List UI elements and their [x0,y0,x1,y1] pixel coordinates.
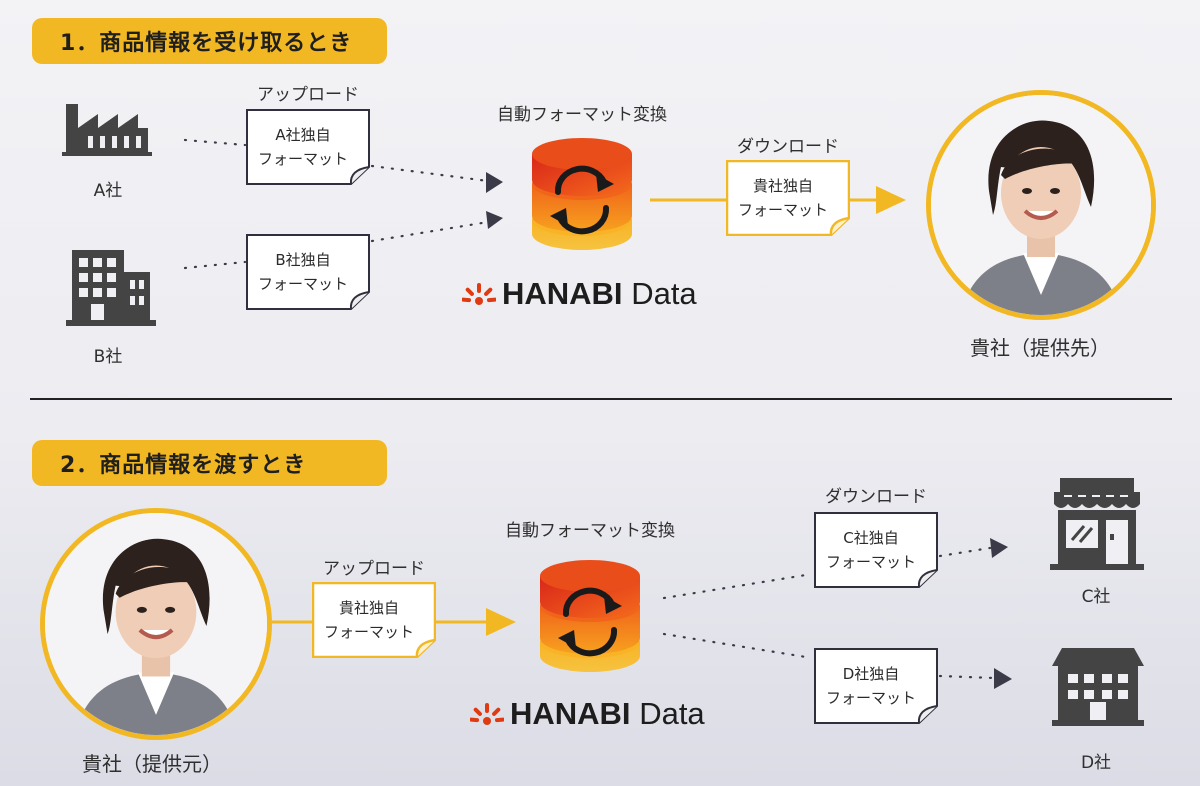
document-a-format: A社独自フォーマット [246,109,370,185]
download-label-1: ダウンロード [737,137,839,157]
connector-dotted-a [183,138,906,270]
section2-title: 2．商品情報を渡すとき [32,440,387,486]
document-b-format: B社独自フォーマット [246,234,370,310]
document-c-format: C社独自フォーマット [814,512,938,588]
upload-label-1: アップロード [257,85,359,105]
provider-label: 貴社（提供元） [82,752,222,776]
section-divider [30,398,1172,400]
doc-d-line2: フォーマット [825,689,916,707]
store-icon [1050,478,1144,570]
convert-label-1: 自動フォーマット変換 [497,105,667,125]
hanabi-logo-icon-2 [470,703,504,725]
hanabi-logo2-bold: HANABI [510,696,631,731]
recipient-label: 貴社（提供先） [970,336,1110,360]
doc-a-line1: A社独自 [275,126,331,144]
doc-ours1-line2: フォーマット [737,201,828,219]
hanabi-logo-2: HANABI Data [470,696,705,732]
connectors-section2 [272,538,1012,689]
database-sync-icon-2 [540,560,640,672]
hanabi-logo: HANABI Data [462,276,697,312]
doc-c-line1: C社独自 [843,529,899,547]
doc-b-line2: フォーマット [257,275,348,293]
document-d-format: D社独自フォーマット [814,648,938,724]
company-d-label: D社 [1080,753,1112,773]
person-photo-icon [931,95,1151,315]
hanabi-logo-icon [462,283,496,305]
factory-icon [62,104,152,156]
doc-ours2-line2: フォーマット [323,623,414,641]
avatar-recipient [926,90,1156,320]
convert-label-2: 自動フォーマット変換 [505,521,675,541]
hanabi-logo2-light: Data [639,696,705,731]
company-a-label: A社 [93,181,123,201]
hanabi-logo-light: Data [631,276,697,311]
doc-ours2-line1: 貴社独自 [338,599,399,617]
download-label-2: ダウンロード [825,487,927,507]
company-c-label: C社 [1081,587,1111,607]
doc-b-line1: B社独自 [275,251,331,269]
shop-building-icon [1052,648,1144,726]
person-photo-icon-2 [45,513,267,735]
section1-title: 1．商品情報を受け取るとき [32,18,387,64]
office-building-icon [66,250,156,326]
upload-label-2: アップロード [323,559,425,579]
doc-c-line2: フォーマット [825,553,916,571]
document-ours-format-2: 貴社独自フォーマット [312,582,436,658]
doc-a-line2: フォーマット [257,150,348,168]
database-sync-icon [532,138,632,250]
document-ours-format-1: 貴社独自フォーマット [726,160,850,236]
company-b-label: B社 [93,347,123,367]
hanabi-logo-bold: HANABI [502,276,623,311]
avatar-provider [40,508,272,740]
doc-d-line1: D社独自 [842,665,900,683]
doc-ours1-line1: 貴社独自 [752,177,813,195]
